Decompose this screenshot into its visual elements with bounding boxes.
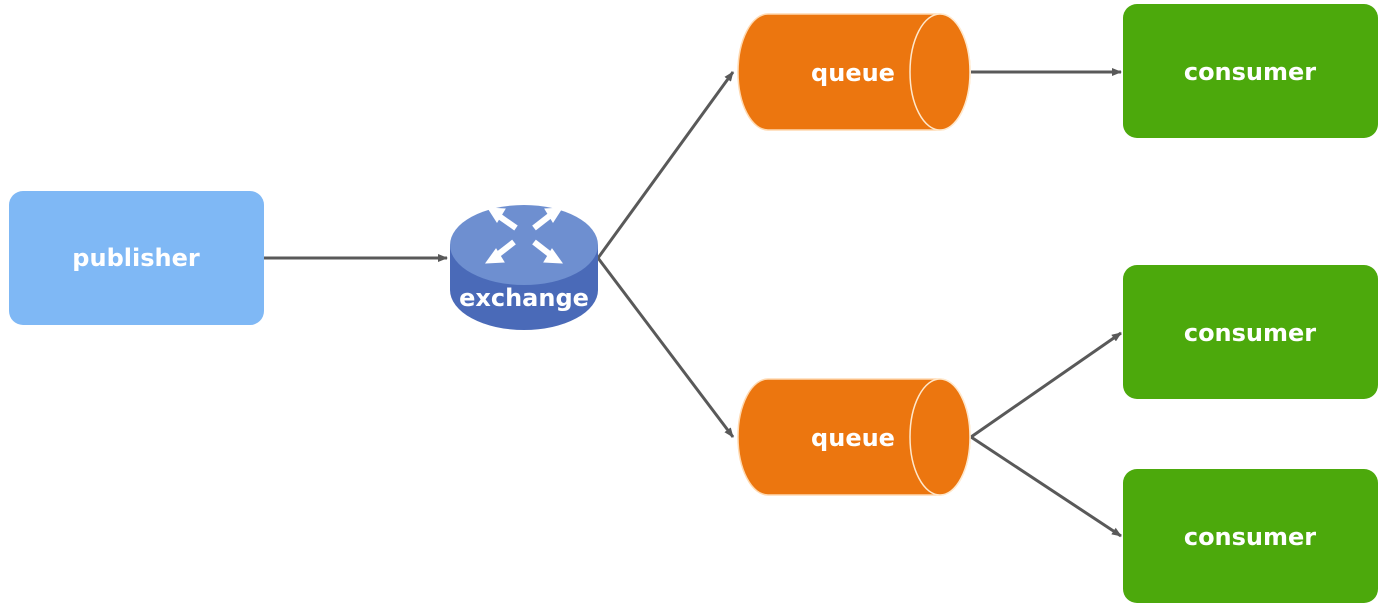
publisher-node[interactable]: publisher [9, 191, 264, 325]
edge-exchange-queue-1 [596, 71, 735, 259]
exchange-top [450, 205, 598, 285]
queue-node-2[interactable]: queue [737, 378, 971, 496]
consumer-1-label: consumer [1184, 58, 1316, 86]
consumer-2-box [1123, 265, 1378, 399]
consumer-3-label: consumer [1184, 523, 1316, 551]
queue-2-end-cap [909, 378, 971, 496]
edge-queue-2-consumer-3 [970, 435, 1122, 538]
publisher-box [9, 191, 264, 325]
publisher-label: publisher [72, 244, 200, 272]
consumer-node-2[interactable]: consumer [1123, 265, 1378, 399]
queue-node-1[interactable]: queue [737, 13, 971, 131]
exchange-label: exchange [459, 284, 589, 312]
consumer-node-1[interactable]: consumer [1123, 4, 1378, 138]
consumer-3-box [1123, 469, 1378, 603]
edge-queue-2-consumer-2 [970, 331, 1122, 439]
router-arrows-icon [484, 207, 564, 264]
queue-1-label: queue [811, 59, 895, 87]
queue-1-end-cap [909, 13, 971, 131]
exchange-node[interactable]: exchange [450, 205, 598, 330]
edges [264, 68, 1122, 538]
consumer-1-box [1123, 4, 1378, 138]
consumer-2-label: consumer [1184, 319, 1316, 347]
queue-2-label: queue [811, 424, 895, 452]
consumer-node-3[interactable]: consumer [1123, 469, 1378, 603]
edge-exchange-queue-2 [596, 257, 735, 438]
